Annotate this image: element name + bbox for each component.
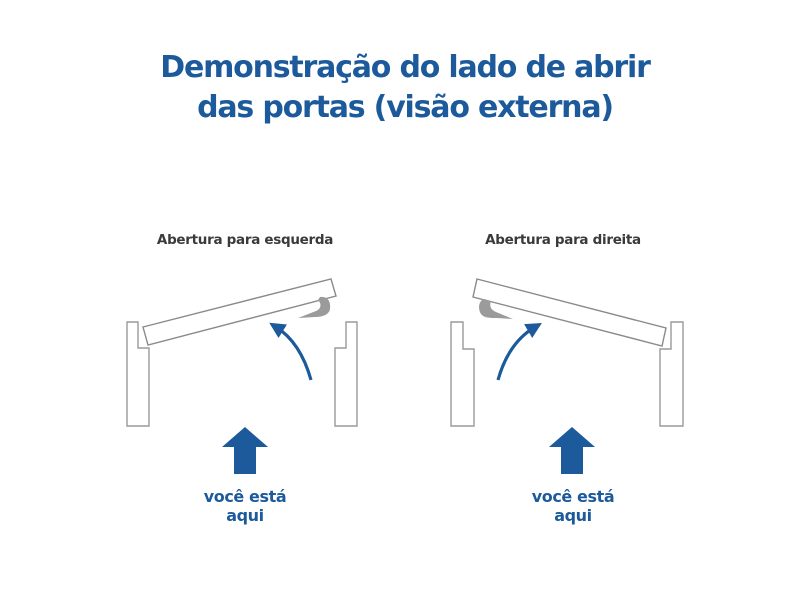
- you-are-here-line-1: você está: [531, 487, 615, 506]
- title-line-1: Demonstração do lado de abrir: [160, 50, 651, 85]
- door-frame-icon: [450, 321, 475, 427]
- up-arrow-icon: [549, 427, 595, 474]
- you-are-here-line-2: aqui: [226, 506, 264, 525]
- you-are-here-line-2: aqui: [554, 506, 592, 525]
- door-frame-icon: [659, 321, 684, 427]
- swing-arrow-icon: [496, 322, 542, 381]
- panel-left: [126, 278, 358, 474]
- panel-label-right: Abertura para direita: [485, 232, 641, 248]
- title-line-2: das portas (visão externa): [197, 90, 614, 125]
- page-title: Demonstração do lado de abrir das portas…: [0, 48, 810, 128]
- you-are-here-left: você está aqui: [175, 487, 315, 525]
- door-handle-icon: [479, 299, 513, 319]
- panel-label-left: Abertura para esquerda: [156, 232, 334, 248]
- swing-arrow-icon: [269, 322, 313, 381]
- door-frame-icon: [126, 321, 150, 427]
- panel-right: [450, 278, 684, 474]
- door-handle-icon: [298, 296, 331, 318]
- up-arrow-icon: [222, 427, 268, 474]
- door-leaf-icon: [472, 278, 667, 347]
- you-are-here-line-1: você está: [203, 487, 287, 506]
- door-frame-icon: [334, 321, 358, 427]
- you-are-here-right: você está aqui: [503, 487, 643, 525]
- door-leaf-icon: [142, 278, 337, 346]
